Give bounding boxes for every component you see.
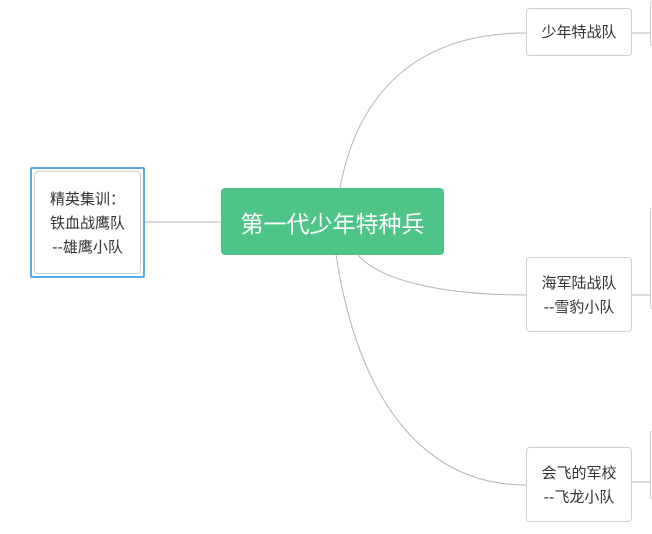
topic-line: 会飞的军校 (541, 463, 617, 482)
topic-line: 铁血战鹰队 (49, 213, 125, 232)
connector-branch-3 (335, 254, 527, 486)
topic-line: --飞龙小队 (543, 487, 615, 506)
topic-right-1[interactable]: 少年特战队 (526, 8, 632, 56)
topic-left-elite-training[interactable]: 精英集训： 铁血战鹰队 --雄鹰小队 (34, 171, 141, 274)
root-topic-label: 第一代少年特种兵 (240, 211, 425, 238)
connector-branch-1 (339, 32, 527, 189)
topic-line: --雪豹小队 (543, 297, 615, 316)
topic-line: --雄鹰小队 (52, 237, 123, 256)
topic-line: 精英集训： (49, 189, 125, 208)
selection-highlight (30, 167, 145, 278)
topic-line: 少年特战队 (541, 23, 617, 41)
topic-right-2[interactable]: 海军陆战队 --雪豹小队 (526, 257, 632, 332)
topic-right-3[interactable]: 会飞的军校 --飞龙小队 (526, 447, 632, 522)
connector-branch-2 (357, 254, 527, 296)
root-topic[interactable]: 第一代少年特种兵 (221, 188, 444, 255)
topic-line: 海军陆战队 (541, 273, 617, 292)
